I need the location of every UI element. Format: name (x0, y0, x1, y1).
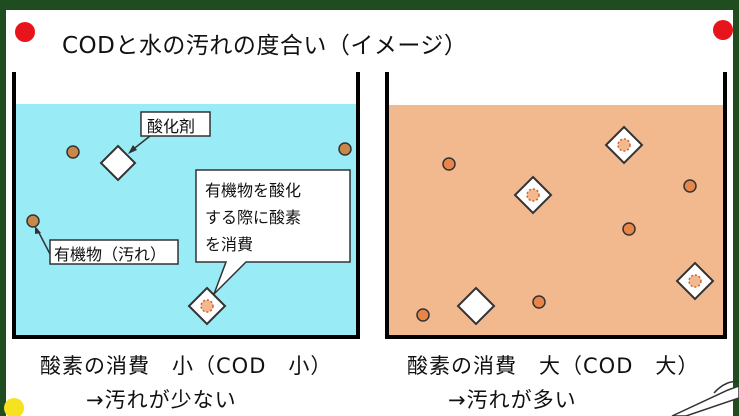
reacting-particle-icon (200, 299, 214, 313)
right-caption-line-2: →汚れが多い (448, 388, 577, 412)
reacting-particle-icon (526, 188, 540, 202)
callout-line-3: を消費 (205, 235, 254, 254)
organic-particle-icon (338, 142, 352, 156)
organic-particle-icon (26, 214, 40, 228)
left-caption-line-1: 酸素の消費 小（COD 小） (40, 354, 333, 378)
reacting-particle-icon (688, 274, 702, 288)
oxidant-diamond-icon (456, 286, 496, 326)
organic-label: 有機物（汚れ） (54, 245, 167, 264)
organic-particle-icon (416, 308, 430, 322)
right-caption-line-1: 酸素の消費 大（COD 大） (407, 354, 700, 378)
red-marker-left (15, 22, 35, 42)
yellow-marker (4, 398, 24, 416)
callout-line-1: 有機物を酸化 (205, 181, 302, 200)
right-beaker-outline (385, 72, 727, 339)
callout-line-2: する際に酸素 (205, 208, 302, 227)
oxidant-diamond-icon (99, 144, 137, 182)
oxidant-arrowhead (128, 145, 137, 154)
oxidant-label-box (140, 111, 211, 137)
organic-particle-icon (683, 179, 697, 193)
organic-label-box (49, 239, 179, 265)
oxidant-label: 酸化剤 (147, 117, 196, 136)
organic-particle-icon (622, 222, 636, 236)
organic-particle-icon (66, 145, 80, 159)
organic-particle-icon (442, 157, 456, 171)
reacting-particle-icon (617, 138, 631, 152)
right-water (388, 105, 725, 336)
organic-arrowhead (35, 226, 41, 234)
left-caption-line-2: →汚れが少ない (86, 388, 237, 412)
red-marker-right (713, 20, 733, 40)
callout-bubble (195, 169, 351, 295)
pen-tip-icon (713, 380, 739, 394)
left-beaker-outline (12, 72, 360, 339)
organic-particle-icon (532, 295, 546, 309)
page-title: CODと水の汚れの度合い（イメージ） (62, 33, 468, 59)
pen-icon (671, 385, 739, 416)
